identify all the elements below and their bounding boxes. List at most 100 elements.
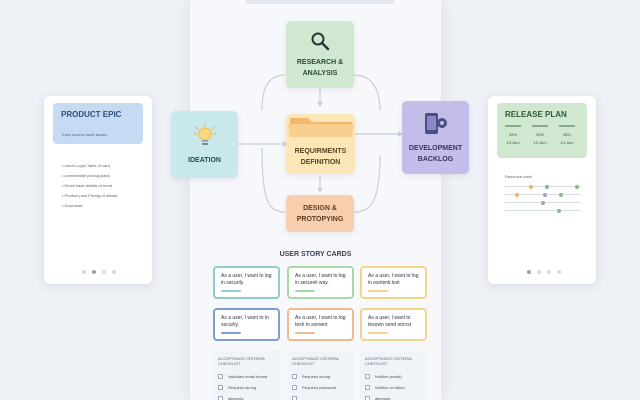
card-accent-bar	[295, 290, 315, 292]
checklist-item-label: Notifies (email)	[375, 374, 402, 379]
pager-dot[interactable]	[102, 270, 106, 274]
checkbox[interactable]	[218, 374, 223, 379]
pager-dot[interactable]	[112, 270, 116, 274]
slider-knob[interactable]	[575, 184, 579, 189]
research-analysis-label: RESEARCH & ANALYSIS	[296, 58, 344, 77]
card-accent-bar	[221, 332, 241, 334]
list-item: connectable posing plans	[62, 171, 117, 181]
slider-knob[interactable]	[557, 208, 561, 213]
product-epic-header: PRODUCT EPIC	[53, 103, 143, 144]
user-story-card[interactable]: As a user, I want to log tesh in sorwert	[287, 308, 354, 341]
checklist-item-label: Requires strong	[228, 385, 257, 390]
checklist-item-label: Requires password	[302, 385, 337, 390]
release-metric-time: 13.1km	[560, 140, 574, 145]
checklist-item[interactable]: Requires password	[292, 382, 349, 393]
acceptance-checklist: ACCEPTANCE CRITERIA CHECKLIST Requires s…	[287, 351, 354, 400]
user-story-card[interactable]: As a user, I want to log in securily.	[213, 266, 280, 299]
product-epic-title: PRODUCT EPIC	[61, 110, 122, 119]
pager-dot[interactable]	[557, 270, 561, 274]
checklist-title: ACCEPTANCE CRITERIA CHECKLIST	[218, 356, 265, 366]
development-backlog-label: DEVELOPMENT BACKLOG	[408, 144, 463, 163]
checkbox[interactable]	[365, 396, 370, 400]
card-accent-bar	[368, 290, 388, 292]
user-story-card[interactable]: As a user, I want to tesown send oncrst	[360, 308, 427, 341]
acceptance-checklist: ACCEPTANCE CRITERIA CHECKLIST Validates …	[213, 351, 280, 400]
release-tracks-label: Resource bank	[505, 174, 532, 179]
checklist-title: ACCEPTANCE CRITERIA CHECKLIST	[292, 356, 339, 366]
release-metric-pct: 32%	[508, 132, 517, 137]
user-story-text: As a user, I want to tesown send oncrst	[368, 315, 412, 328]
checklist-item-label: attempts	[375, 396, 391, 400]
user-story-card[interactable]: As a user, I want to in securily.	[213, 308, 280, 341]
checklist-item[interactable]: Requires strong	[218, 382, 275, 393]
checkbox[interactable]	[292, 374, 297, 379]
checklist-item[interactable]: Requires strong	[292, 371, 349, 382]
development-backlog-node[interactable]: DEVELOPMENT BACKLOG	[402, 101, 469, 174]
checklist-title: ACCEPTANCE CRITERIA CHECKLIST	[365, 356, 412, 366]
list-item: Download	[62, 201, 117, 211]
checklist-item[interactable]	[292, 393, 349, 400]
product-epic-list: Users Login Table of card connectable po…	[62, 161, 118, 211]
checklist-item-label: attempts	[228, 396, 244, 400]
acceptance-checklist: ACCEPTANCE CRITERIA CHECKLIST Notifies (…	[360, 351, 427, 400]
release-metric-column: 32% 13.1km	[505, 125, 521, 147]
checkbox[interactable]	[365, 374, 370, 379]
pager-dot-active[interactable]	[527, 270, 531, 274]
card-accent-bar	[368, 332, 388, 334]
list-item: Product paid Pricing of details	[62, 191, 118, 201]
design-prototyping-node[interactable]: DESIGN & PROTOPYING	[286, 195, 354, 232]
top-edge-strip	[245, 0, 395, 4]
card-accent-bar	[295, 332, 315, 334]
release-metric-time: 13.1km	[506, 140, 520, 145]
slider-knob[interactable]	[545, 184, 549, 189]
user-story-text: As a user, I want to log in esolenti les…	[368, 273, 419, 286]
checkbox[interactable]	[292, 396, 297, 400]
ideation-label: IDEATION	[188, 157, 221, 164]
research-analysis-node[interactable]: RESEARCH & ANALYSIS	[286, 21, 354, 88]
slider-knob[interactable]	[559, 192, 563, 197]
slider-knob[interactable]	[515, 192, 519, 197]
pager-dot[interactable]	[547, 270, 551, 274]
release-track[interactable]	[505, 192, 581, 197]
pager-dot[interactable]	[537, 270, 541, 274]
release-plan-header: RELEASE PLAN 32% 13.1km 30% 13.1km 36% 1…	[497, 103, 587, 158]
release-track[interactable]	[505, 208, 581, 213]
slider-knob[interactable]	[541, 200, 545, 205]
checkbox[interactable]	[365, 385, 370, 390]
product-epic-pager[interactable]	[82, 270, 116, 274]
user-story-text: As a user, I want to log tesh in sorwert	[295, 315, 346, 328]
list-item: Email trade details of trend	[62, 181, 117, 191]
ideation-node[interactable]: IDEATION	[171, 111, 238, 178]
checkbox[interactable]	[218, 385, 223, 390]
checklist-item[interactable]: Validates email format	[218, 371, 275, 382]
pager-dot-active[interactable]	[92, 270, 96, 274]
release-metrics: 32% 13.1km 30% 13.1km 36% 13.1km	[505, 125, 575, 147]
release-plan-pager[interactable]	[527, 270, 561, 274]
release-metric-time: 13.1km	[533, 140, 547, 145]
slider-knob[interactable]	[529, 184, 533, 189]
slider-knob[interactable]	[543, 192, 547, 197]
design-prototyping-label: DESIGN & PROTOPYING	[296, 204, 344, 223]
checklist-item[interactable]: Notifies (email)	[365, 371, 422, 382]
requirements-definition-label: REQUIRMENTS DEFINITION	[294, 148, 347, 166]
checklist-item-label: Validates email format	[228, 374, 268, 379]
checkbox[interactable]	[218, 396, 223, 400]
checklist-item[interactable]: attempts	[218, 393, 275, 400]
release-metric-column: 36% 13.1km	[559, 125, 575, 147]
release-track[interactable]	[505, 200, 581, 205]
magnifier-icon	[311, 32, 330, 50]
release-track[interactable]	[505, 184, 581, 189]
checklist-item[interactable]: attempts	[365, 393, 422, 400]
user-story-card[interactable]: As a user, I want to log in esolenti les…	[360, 266, 427, 299]
user-story-card[interactable]: As a user, I want to log in secureli way…	[287, 266, 354, 299]
pager-dot[interactable]	[82, 270, 86, 274]
checklist-item[interactable]: Notifies on failed	[365, 382, 422, 393]
product-epic-subtitle: Easy access trade issues	[62, 132, 108, 137]
user-story-cards-title: USER STORY CARDS	[279, 251, 352, 258]
release-metric-pct: 36%	[562, 132, 571, 137]
checklist-item-label: Notifies on failed	[375, 385, 405, 390]
user-story-text: As a user, I want to in securily.	[221, 315, 269, 328]
release-plan-panel[interactable]: RELEASE PLAN 32% 13.1km 30% 13.1km 36% 1…	[488, 96, 596, 284]
checkbox[interactable]	[292, 385, 297, 390]
